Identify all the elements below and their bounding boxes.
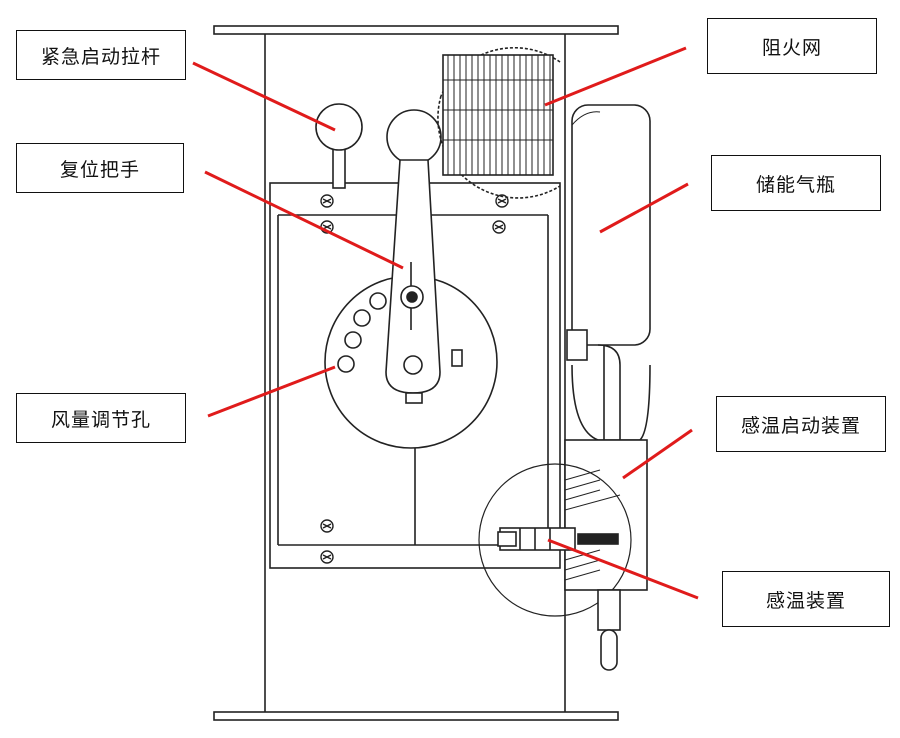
label-temp-start-device: 感温启动装置 [716, 396, 886, 452]
screw [320, 194, 334, 208]
leader-gas-cylinder [599, 182, 689, 234]
emergency-lever-shape [315, 103, 363, 189]
screw [320, 550, 334, 564]
label-air-adjust-hole: 风量调节孔 [16, 393, 186, 443]
leader-reset-handle [204, 170, 404, 270]
label-gas-cylinder: 储能气瓶 [711, 155, 881, 211]
temp-start-device-shape [478, 439, 648, 671]
label-reset-handle: 复位把手 [16, 143, 184, 193]
leader-temp-device [547, 538, 699, 600]
label-emergency-lever: 紧急启动拉杆 [16, 30, 186, 80]
leader-flame-arrester [544, 46, 687, 107]
leader-temp-start-device [622, 428, 693, 480]
reset-handle-shape [385, 109, 463, 404]
leader-lines [192, 46, 699, 600]
gas-cylinder-shape [566, 104, 651, 441]
screw [492, 220, 506, 234]
flame-arrester-detail [437, 47, 561, 199]
screw [320, 519, 334, 533]
main-frame [213, 25, 619, 721]
screws [320, 194, 509, 564]
leader-air-adjust-hole [207, 365, 336, 418]
screw [495, 194, 509, 208]
label-flame-arrester: 阻火网 [707, 18, 877, 74]
leader-emergency-lever [192, 61, 336, 132]
label-temp-device: 感温装置 [722, 571, 890, 627]
